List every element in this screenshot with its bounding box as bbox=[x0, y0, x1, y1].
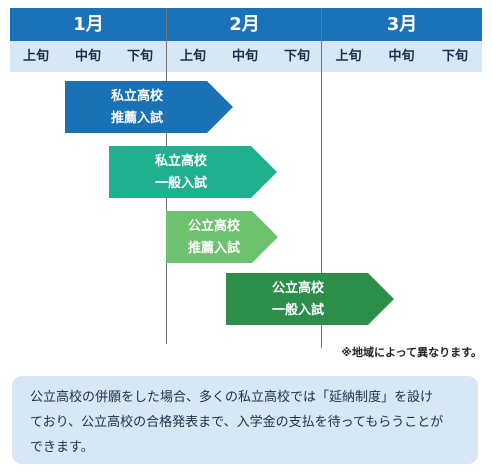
month-february: 2月 bbox=[229, 14, 260, 35]
exam-schedule-timeline: 1月 2月 3月 上旬 中旬 下旬 上旬 中旬 下旬 上旬 中旬 下旬 私立高校… bbox=[10, 8, 482, 348]
private-recommendation-exam-bar: 私立高校 推薦入試 bbox=[65, 81, 233, 133]
month-header-row: 1月 2月 3月 bbox=[10, 8, 482, 41]
subperiod-late: 下旬 bbox=[126, 49, 153, 64]
bar-label-line1: 私立高校 bbox=[110, 89, 163, 104]
bar-label-line2: 一般入試 bbox=[154, 176, 207, 191]
region-note: ※地域によって異なります。 bbox=[341, 346, 482, 359]
month-march: 3月 bbox=[386, 14, 418, 35]
info-text-line: 公立高校の併願をした場合、多くの私立高校では「延納制度」を設け bbox=[30, 390, 434, 405]
bar-label-line1: 私立高校 bbox=[154, 154, 207, 169]
bar-label-line2: 推薦入試 bbox=[187, 241, 240, 256]
subperiod-header-row: 上旬 中旬 下旬 上旬 中旬 下旬 上旬 中旬 下旬 bbox=[10, 41, 482, 72]
deferred-payment-info-box: 公立高校の併願をした場合、多くの私立高校では「延納制度」を設け ており、公立高校… bbox=[12, 376, 478, 464]
subperiod-late: 下旬 bbox=[283, 49, 310, 64]
info-text-line: ており、公立高校の合格発表まで、入学金の支払を待ってもらうことが bbox=[30, 415, 444, 430]
subperiod-mid: 中旬 bbox=[231, 49, 258, 64]
bar-label-line2: 一般入試 bbox=[271, 303, 324, 318]
info-text-line: できます。 bbox=[30, 440, 94, 455]
private-general-exam-bar: 私立高校 一般入試 bbox=[109, 146, 277, 198]
subperiod-early: 上旬 bbox=[22, 49, 49, 64]
bar-label-line2: 推薦入試 bbox=[110, 111, 163, 126]
subperiod-mid: 中旬 bbox=[388, 49, 415, 64]
subperiod-early: 上旬 bbox=[335, 49, 362, 64]
public-recommendation-exam-bar: 公立高校 推薦入試 bbox=[166, 211, 278, 263]
bar-label-line1: 公立高校 bbox=[187, 219, 240, 234]
subperiod-early: 上旬 bbox=[179, 49, 206, 64]
public-general-exam-bar: 公立高校 一般入試 bbox=[226, 273, 394, 325]
subperiod-mid: 中旬 bbox=[74, 49, 101, 64]
subperiod-late: 下旬 bbox=[441, 49, 468, 64]
month-january: 1月 bbox=[73, 14, 104, 35]
bar-label-line1: 公立高校 bbox=[271, 281, 324, 296]
month-divider-line bbox=[321, 8, 322, 348]
